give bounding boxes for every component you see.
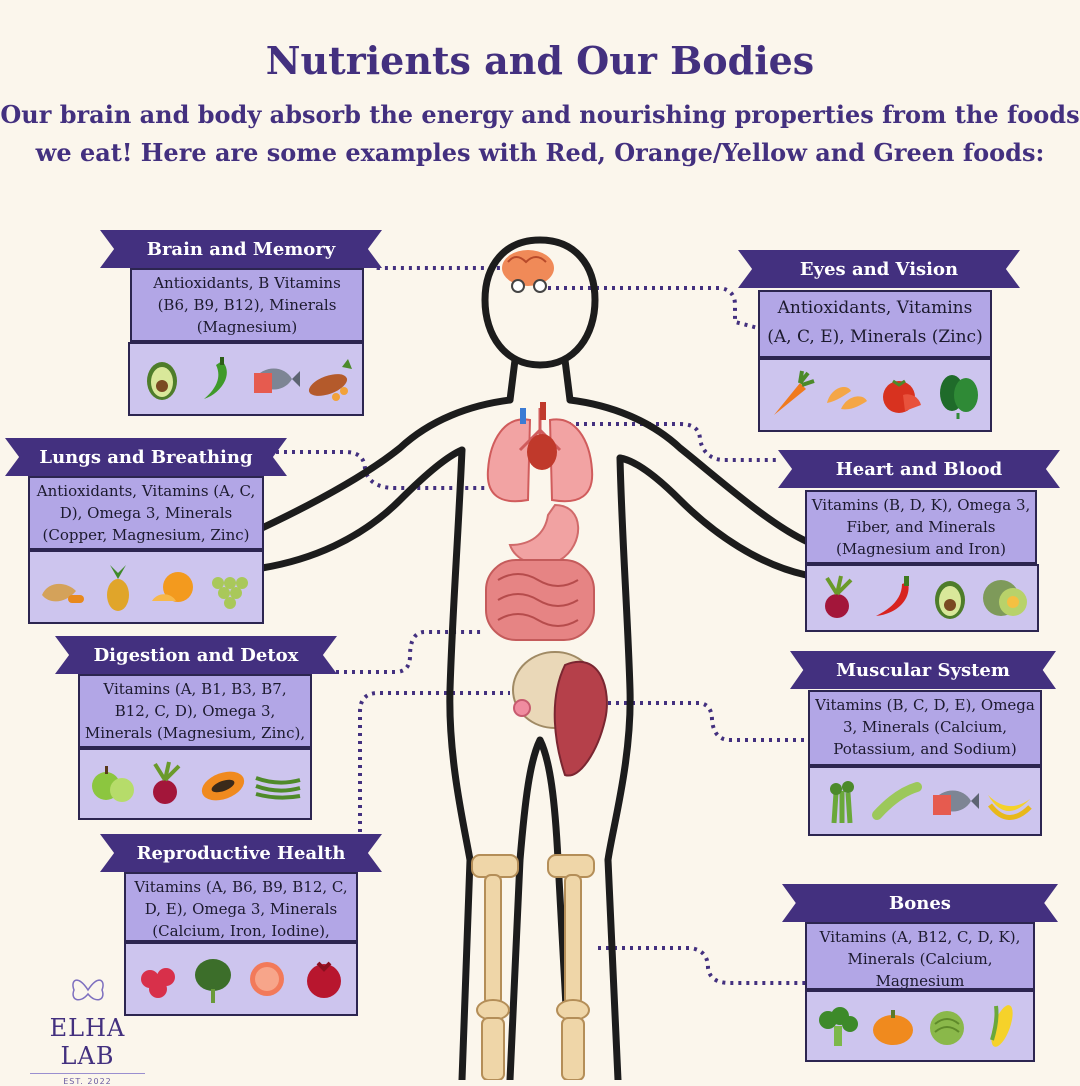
heart-ribbon: Heart and Blood xyxy=(778,450,1060,488)
bones-nutrients: Vitamins (A, B12, C, D, K), Minerals (Ca… xyxy=(805,922,1035,990)
connector-reproductive xyxy=(358,691,510,832)
heart-nutrients: Vitamins (B, D, K), Omega 3, Fiber, and … xyxy=(805,490,1037,564)
heart-foods xyxy=(805,564,1039,632)
melon-icon xyxy=(983,580,1028,616)
connector-bones xyxy=(598,946,806,985)
brain-nutrients: Antioxidants, B Vitamins (B6, B9, B12), … xyxy=(130,268,364,342)
lungs-organ xyxy=(486,408,594,503)
digestion-ribbon: Digestion and Detox xyxy=(55,636,337,674)
green-apple-icon xyxy=(91,766,134,802)
papaya-icon xyxy=(201,771,244,801)
brain-organ xyxy=(502,250,554,293)
butterfly-icon xyxy=(71,979,104,1001)
bones-foods xyxy=(805,990,1035,1062)
green-grapes-icon xyxy=(212,577,248,609)
salmon-icon xyxy=(254,368,300,393)
muscular-ribbon: Muscular System xyxy=(790,651,1056,689)
connector-brain xyxy=(361,260,505,270)
green-beans-icon xyxy=(255,776,301,800)
eyes-nutrients: Antioxidants, Vitamins (A, C, E), Minera… xyxy=(758,290,992,358)
sweet-potato-icon xyxy=(308,359,352,401)
pelvis-muscle xyxy=(512,651,608,777)
body-outline xyxy=(258,236,812,1080)
beet-icon xyxy=(824,575,853,618)
eyes-foods xyxy=(758,358,992,432)
kale-icon xyxy=(195,959,232,1003)
cantaloupe-icon xyxy=(827,387,868,410)
leg-bones xyxy=(471,854,595,1080)
logo-name: ELHA LAB xyxy=(49,1014,126,1070)
beet-icon xyxy=(153,761,181,804)
digestion-nutrients: Vitamins (A, B1, B3, B7, B12, C, D), Ome… xyxy=(78,674,312,748)
carrot-icon xyxy=(773,370,815,415)
grapefruit-icon xyxy=(249,962,284,996)
edamame-icon xyxy=(872,782,923,820)
broccoli-icon xyxy=(819,1007,859,1046)
pomegranate-icon xyxy=(307,961,342,998)
orange-icon xyxy=(152,572,193,602)
avocado-icon xyxy=(934,581,965,619)
bones-ribbon: Bones xyxy=(782,884,1058,922)
green-chili-icon xyxy=(204,357,227,399)
eyes-ribbon: Eyes and Vision xyxy=(738,250,1020,288)
avocado-icon xyxy=(147,362,177,400)
logo-established: EST. 2022 xyxy=(63,1077,112,1086)
digestive-organ xyxy=(485,503,595,641)
banana-icon xyxy=(988,795,1033,820)
corn-icon xyxy=(989,1005,1013,1047)
connector-muscular xyxy=(608,701,808,742)
pumpkin-icon xyxy=(872,1010,913,1045)
brain-foods xyxy=(128,342,364,416)
heart-organ xyxy=(520,402,557,470)
connector-lungs xyxy=(276,450,488,490)
spinach-icon xyxy=(940,375,979,419)
page-title: Nutrients and Our Bodies xyxy=(265,38,815,83)
ginger-turmeric-icon xyxy=(42,583,84,603)
brussels-sprout-icon xyxy=(930,1011,965,1045)
elha-lab-logo: ELHA LAB EST. 2022 xyxy=(20,970,155,1086)
connector-digestion xyxy=(328,630,485,674)
page-subtitle: Our brain and body absorb the energy and… xyxy=(0,100,1080,167)
salmon-icon xyxy=(932,790,979,815)
digestion-foods xyxy=(78,748,312,820)
connector-eyes xyxy=(548,286,759,330)
reproductive-nutrients: Vitamins (A, B6, B9, B12, C, D, E), Omeg… xyxy=(124,872,358,942)
tomato-icon xyxy=(882,379,921,413)
muscular-nutrients: Vitamins (B, C, D, E), Omega 3, Minerals… xyxy=(808,690,1042,766)
raspberry-icon xyxy=(140,968,175,998)
celery-icon xyxy=(829,781,854,824)
lungs-ribbon: Lungs and Breathing xyxy=(5,438,287,476)
red-chili-icon xyxy=(876,576,910,616)
brain-ribbon: Brain and Memory xyxy=(100,230,382,268)
reproductive-ribbon: Reproductive Health xyxy=(100,834,382,872)
connector-lines xyxy=(276,260,808,985)
lungs-foods xyxy=(28,550,264,624)
pineapple-icon xyxy=(107,565,129,611)
reproductive-foods xyxy=(124,942,358,1016)
connector-heart xyxy=(560,422,780,462)
lungs-nutrients: Antioxidants, Vitamins (A, C, D), Omega … xyxy=(28,476,264,550)
muscular-foods xyxy=(808,766,1042,836)
